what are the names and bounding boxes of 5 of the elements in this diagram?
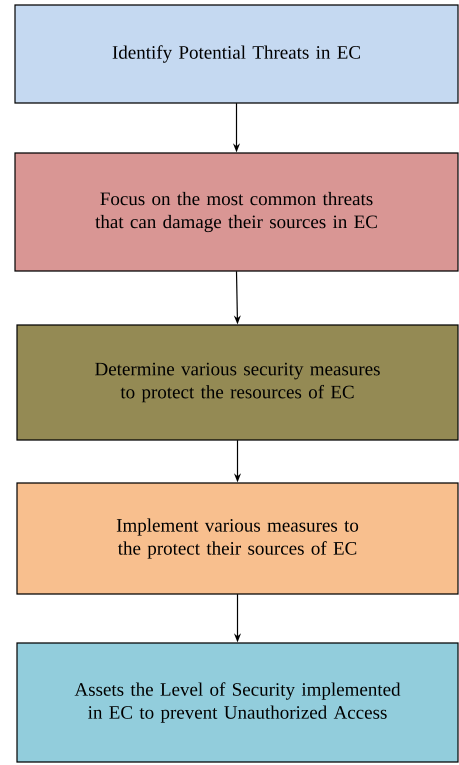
process-box: Focus on the most common threats that can damage their sources in EC [14, 152, 459, 272]
process-box: Identify Potential Threats in EC [14, 4, 459, 104]
process-box: Determine various security measures to protect the resources of EC [16, 324, 459, 441]
process-box: Implement various measures to the protect their sources of EC [16, 482, 459, 595]
process-box: Assets the Level of Security implemented in EC to prevent Unauthorized Access [16, 642, 459, 763]
